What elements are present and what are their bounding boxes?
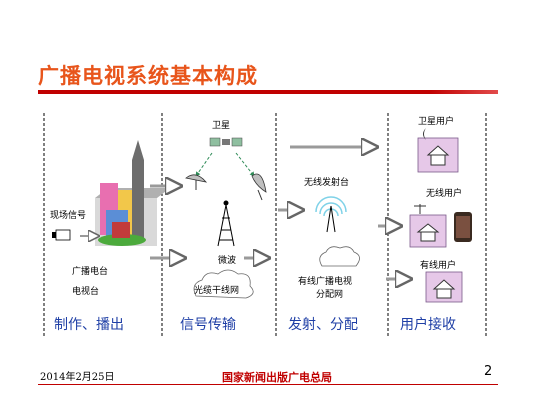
live-signal-label: 现场信号 <box>50 211 87 221</box>
flow-arrows <box>80 147 410 279</box>
cable-user-house-icon <box>425 271 463 303</box>
footer-rule <box>38 384 498 385</box>
microwave-label: 微波 <box>218 256 237 266</box>
stage-reception: 用户接收 <box>400 317 456 333</box>
fiber-cloud-icon <box>193 269 254 299</box>
downlink-arrow <box>235 152 255 177</box>
wireless-tower-label: 无线发射台 <box>304 178 350 188</box>
camera-icon <box>52 229 71 241</box>
column-separators <box>43 113 487 338</box>
stage-distribution: 发射、分配 <box>288 317 358 333</box>
cable-network-label-1: 有线广播电视 <box>298 277 353 287</box>
page-number: 2 <box>484 364 493 379</box>
satellite-label: 卫星 <box>212 121 231 131</box>
title-rule <box>38 90 498 94</box>
fiber-trunk-label: 光缆干线网 <box>194 286 240 296</box>
uplink-arrow <box>195 152 213 177</box>
footer-date: 2014年2月25日 <box>40 372 115 383</box>
stage-production: 制作、播出 <box>54 317 124 333</box>
mobile-phone-icon <box>454 212 472 242</box>
uplink-dish-icon <box>185 174 208 190</box>
satellite-icon <box>209 137 243 147</box>
tv-station-label: 电视台 <box>72 287 100 297</box>
microwave-tower-icon <box>217 200 235 247</box>
receive-dish-icon <box>251 173 267 201</box>
stage-transmission: 信号传输 <box>180 317 236 333</box>
studio-buildings-icon <box>95 140 170 246</box>
slide-title: 广播电视系统基本构成 <box>38 64 258 88</box>
wireless-user-label: 无线用户 <box>426 189 463 199</box>
radio-station-label: 广播电台 <box>72 267 109 277</box>
wireless-user-house-icon <box>409 204 447 248</box>
satellite-user-house-icon <box>417 128 459 173</box>
footer-organization: 国家新闻出版广电总局 <box>222 371 332 384</box>
cable-cloud-icon <box>319 246 360 267</box>
transmitter-tower-icon <box>315 196 347 233</box>
cable-network-label-2: 分配网 <box>316 290 344 300</box>
satellite-user-label: 卫星用户 <box>418 117 455 127</box>
cable-user-label: 有线用户 <box>420 261 457 271</box>
